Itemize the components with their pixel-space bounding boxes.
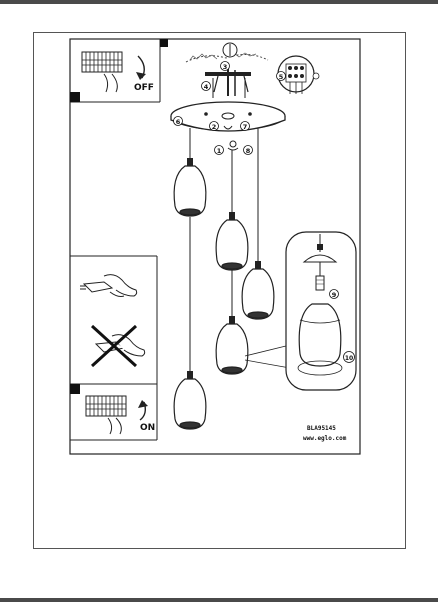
pendant-shade	[173, 158, 275, 430]
switch-off-label: OFF	[134, 83, 154, 93]
svg-text:4: 4	[204, 83, 209, 91]
hand-cable-illustration	[80, 274, 138, 297]
ceiling-mount-illustration	[185, 42, 269, 98]
corner-marker	[160, 39, 168, 47]
svg-text:2: 2	[212, 123, 217, 131]
switch-on-illustration	[85, 395, 148, 435]
bulb-detail-illustration	[285, 231, 357, 391]
corner-marker	[70, 384, 80, 394]
callout-line	[244, 359, 291, 369]
viewer-bottom-bar	[0, 598, 438, 602]
svg-text:9: 9	[332, 291, 337, 299]
svg-text:10: 10	[345, 355, 353, 362]
drawing-frame	[69, 38, 361, 455]
svg-text:7: 7	[243, 123, 248, 131]
svg-text:5: 5	[279, 73, 284, 81]
wrong-method-illustration	[90, 324, 146, 368]
svg-text:3: 3	[223, 63, 228, 71]
svg-text:1: 1	[217, 147, 222, 155]
switch-on-label: ON	[140, 423, 155, 433]
viewer-top-bar	[0, 0, 438, 4]
terminal-block-illustration	[277, 55, 320, 94]
centre-connector	[227, 140, 239, 151]
svg-text:8: 8	[246, 147, 251, 155]
model-code: BLA95145	[307, 425, 336, 432]
step-marker: 9 10	[329, 289, 355, 363]
switch-off-illustration	[81, 51, 146, 93]
corner-marker	[70, 92, 80, 102]
website-url: www.eglo.com	[303, 435, 347, 442]
canopy-plate	[170, 101, 286, 132]
step-marker: 6 2 7 1 8	[173, 116, 253, 155]
callout-line	[244, 344, 291, 357]
step-marker: 5	[276, 71, 286, 81]
step-marker: 3 4	[201, 61, 230, 91]
suspension-cables	[189, 128, 259, 373]
svg-text:6: 6	[176, 118, 181, 126]
